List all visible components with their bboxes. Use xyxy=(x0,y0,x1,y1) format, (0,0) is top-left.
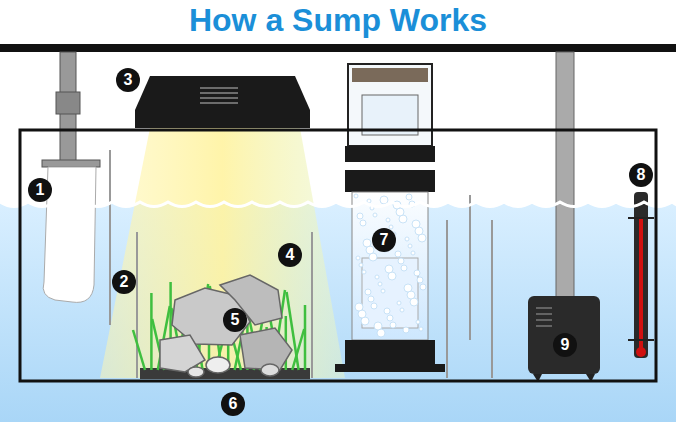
callout-number: 2 xyxy=(112,270,136,294)
filter-sock xyxy=(42,52,100,302)
callout-number: 1 xyxy=(28,178,52,202)
return-pump xyxy=(528,52,600,382)
callout-number: 4 xyxy=(278,243,302,267)
sump-tank xyxy=(20,130,656,381)
light-beam xyxy=(100,128,345,378)
baffles xyxy=(110,150,492,378)
light-hood xyxy=(135,76,310,128)
water xyxy=(0,202,676,422)
callout-number: 5 xyxy=(223,308,247,332)
water-surface xyxy=(0,202,676,207)
callout-number: 7 xyxy=(372,228,396,252)
protein-skimmer xyxy=(335,64,445,372)
callout-number: 9 xyxy=(553,333,577,357)
diagram-title: How a Sump Works xyxy=(0,2,676,39)
thermometer xyxy=(628,192,654,358)
skimmer-bubbles xyxy=(354,194,426,337)
callout-number: 3 xyxy=(116,68,140,92)
live-rock xyxy=(160,275,292,377)
callout-number: 8 xyxy=(629,163,653,187)
stand-top xyxy=(0,44,676,52)
callout-number: 6 xyxy=(221,392,245,416)
